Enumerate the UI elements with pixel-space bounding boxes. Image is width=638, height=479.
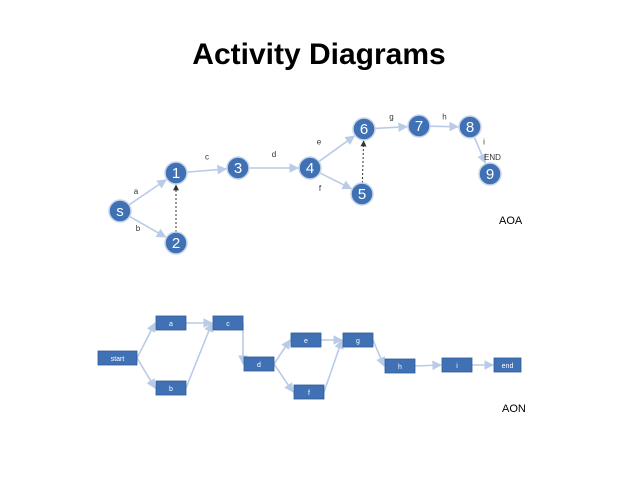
aon-node-start: start (97, 350, 138, 366)
aoa-edge-h (429, 121, 459, 132)
aon-node-c: c (212, 315, 244, 331)
aoa-edge-label: b (136, 224, 141, 233)
svg-text:3: 3 (234, 160, 242, 177)
aoa-node-5: 5 (350, 182, 374, 206)
aoa-edge-label: h (442, 113, 446, 122)
svg-text:1: 1 (172, 165, 180, 182)
svg-text:h: h (398, 364, 402, 371)
svg-text:b: b (169, 386, 173, 393)
aoa-node-s: s (108, 199, 132, 223)
aon-node-e: e (290, 332, 322, 348)
svg-text:a: a (169, 321, 173, 328)
aon-edge (372, 339, 386, 367)
aoa-edge-b (129, 215, 167, 238)
aoa-node-6: 6 (352, 117, 376, 141)
svg-text:6: 6 (360, 121, 368, 138)
svg-text:7: 7 (415, 118, 423, 135)
aon-node-a: a (155, 315, 187, 331)
aoa-edge-label: c (205, 153, 209, 162)
aoa-edge-label: e (317, 138, 322, 147)
svg-text:i: i (456, 363, 458, 370)
svg-text:9: 9 (486, 166, 494, 183)
aon-edge (414, 360, 442, 371)
svg-text:e: e (304, 338, 308, 345)
aoa-node-8: 8 (458, 115, 482, 139)
aoa-node-3: 3 (226, 156, 250, 180)
aoa-end-label: END (484, 153, 501, 162)
aon-edge (323, 339, 344, 393)
aoa-tag: AOA (499, 215, 523, 227)
aoa-edge-label: g (389, 113, 393, 122)
aon-edge (273, 363, 294, 393)
aon-node-end: end (493, 357, 522, 373)
svg-text:g: g (356, 338, 360, 345)
aoa-edge-e (318, 135, 356, 163)
svg-text:end: end (502, 363, 514, 370)
aoa-edge-f (319, 172, 353, 190)
svg-text:8: 8 (466, 119, 474, 136)
aoa-edge-g (374, 122, 408, 132)
svg-text:c: c (226, 321, 230, 328)
aon-edge (136, 322, 156, 359)
aon-edge (273, 339, 291, 365)
aoa-nodes: s 1 2 3 4 5 6 7 8 9 (108, 114, 502, 255)
aon-node-f: f (293, 384, 325, 400)
aoa-dummy-edge (360, 140, 367, 184)
svg-text:5: 5 (358, 186, 366, 203)
svg-text:start: start (111, 356, 125, 363)
aon-node-g: g (342, 332, 374, 348)
slide-title: Activity Diagrams (192, 38, 446, 71)
svg-text:2: 2 (172, 235, 180, 252)
aoa-edge-label: f (319, 184, 322, 193)
aoa-node-2: 2 (164, 231, 188, 255)
aon-node-d: d (243, 356, 275, 372)
aoa-edge-label: d (272, 150, 276, 159)
aoa-node-9: 9 (478, 162, 502, 186)
svg-text:d: d (257, 362, 261, 369)
aoa-node-1: 1 (164, 161, 188, 185)
aoa-edges: a b c d e f g h i (128, 113, 487, 238)
svg-text:f: f (308, 390, 310, 397)
aoa-node-7: 7 (407, 114, 431, 138)
aoa-edge-a (128, 179, 167, 206)
svg-text:4: 4 (306, 160, 314, 177)
aoa-edge-c (186, 164, 227, 175)
aoa-edge-label: i (483, 138, 485, 147)
aon-nodes: start a b c d e f g h i end (97, 315, 522, 400)
aoa-edge-i (473, 136, 487, 164)
aon-edge (185, 322, 214, 389)
aon-node-b: b (155, 380, 187, 396)
aoa-edge-label: a (134, 187, 139, 196)
aon-node-h: h (384, 358, 416, 374)
aoa-node-4: 4 (298, 156, 322, 180)
svg-text:s: s (116, 203, 124, 220)
aon-edge (136, 357, 156, 389)
aon-tag: AON (502, 403, 526, 415)
aon-node-i: i (441, 357, 473, 373)
